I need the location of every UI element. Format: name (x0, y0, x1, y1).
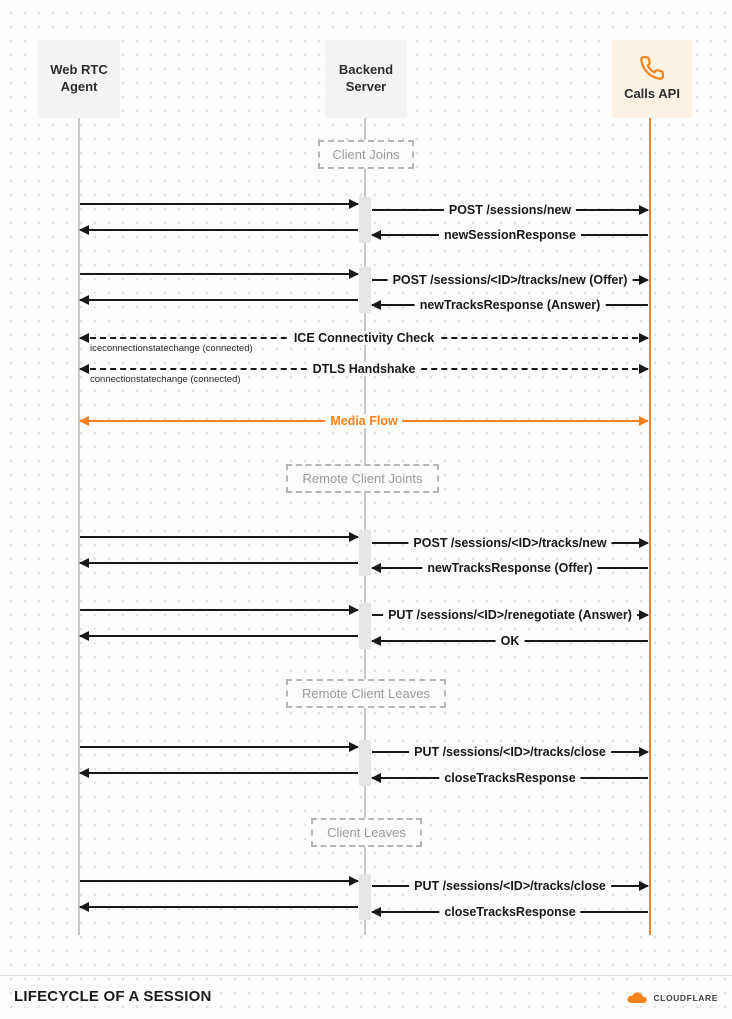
activation-bar (359, 197, 371, 243)
message-arrow (79, 295, 358, 305)
activation-bar (359, 740, 371, 786)
arrowhead-right-icon (349, 605, 359, 615)
message-label: ICE Connectivity Check (288, 331, 440, 345)
message-label: closeTracksResponse (439, 905, 581, 919)
message-label: newSessionResponse (439, 228, 581, 242)
arrowhead-left-icon (371, 300, 381, 310)
message-label: POST /sessions/<ID>/tracks/new (Offer) (387, 273, 633, 287)
arrowhead-left-icon (79, 364, 89, 374)
arrowhead-right-icon (639, 275, 649, 285)
cloudflare-wordmark: CLOUDFLARE (653, 993, 718, 1003)
message-label: OK (495, 634, 525, 648)
message-arrow (80, 532, 359, 542)
arrowhead-right-icon (639, 610, 649, 620)
group-remote-client-joints: Remote Client Joints (286, 464, 439, 493)
message-label: DTLS Handshake (307, 362, 421, 376)
actor-backend-server: Backend Server (325, 40, 407, 118)
arrowhead-left-icon (371, 563, 381, 573)
lifeline-calls-api (649, 118, 651, 935)
footer-divider (0, 975, 732, 976)
message-label: newTracksResponse (Answer) (414, 298, 606, 312)
actor-webrtc-agent: Web RTC Agent (38, 40, 120, 118)
arrowhead-left-icon (79, 225, 89, 235)
arrowhead-right-icon (639, 416, 649, 426)
arrowhead-right-icon (639, 538, 649, 548)
arrowhead-left-icon (371, 907, 381, 917)
arrowhead-left-icon (371, 773, 381, 783)
message-arrow (80, 269, 359, 279)
message-label: PUT /sessions/<ID>/renegotiate (Answer) (383, 608, 637, 622)
group-label: Remote Client Joints (302, 471, 423, 486)
message-arrow (79, 631, 358, 641)
arrowhead-right-icon (349, 199, 359, 209)
arrowhead-right-icon (639, 881, 649, 891)
cloudflare-cloud-icon (627, 992, 649, 1004)
arrowhead-left-icon (371, 230, 381, 240)
arrowhead-left-icon (79, 333, 89, 343)
message-arrow (80, 742, 359, 752)
arrowhead-right-icon (349, 269, 359, 279)
message-arrow (79, 225, 358, 235)
group-label: Remote Client Leaves (302, 686, 430, 701)
message-arrow (80, 199, 359, 209)
arrowhead-left-icon (79, 295, 89, 305)
page-title: LIFECYCLE OF A SESSION (14, 988, 212, 1005)
arrowhead-left-icon (371, 636, 381, 646)
message-arrow (79, 558, 358, 568)
actor-calls-api: Calls API (612, 40, 692, 118)
arrowhead-right-icon (349, 532, 359, 542)
activation-bar (359, 267, 371, 313)
arrowhead-left-icon (79, 416, 89, 426)
message-note: iceconnectionstatechange (connected) (90, 343, 253, 354)
message-label: Media Flow (325, 414, 403, 428)
message-arrow (79, 768, 358, 778)
phone-icon (639, 55, 665, 81)
activation-bar (359, 530, 371, 576)
message-arrow (80, 876, 359, 886)
message-label: PUT /sessions/<ID>/tracks/close (409, 879, 611, 893)
arrowhead-right-icon (639, 364, 649, 374)
actor-label: Web RTC Agent (50, 62, 108, 94)
message-label: newTracksResponse (Offer) (422, 561, 598, 575)
arrowhead-left-icon (79, 902, 89, 912)
cloudflare-logo: CLOUDFLARE (627, 992, 718, 1004)
actor-label: Calls API (624, 86, 680, 102)
message-label: POST /sessions/<ID>/tracks/new (408, 536, 612, 550)
lifeline-backend-server (364, 118, 366, 935)
group-label: Client Leaves (327, 825, 406, 840)
activation-bar (359, 874, 371, 920)
arrowhead-left-icon (79, 631, 89, 641)
group-remote-client-leaves: Remote Client Leaves (286, 679, 446, 708)
message-arrow (80, 605, 359, 615)
arrowhead-left-icon (79, 768, 89, 778)
group-label: Client Joins (332, 147, 400, 162)
activation-bar (359, 603, 371, 649)
arrowhead-right-icon (639, 747, 649, 757)
message-note: connectionstatechange (connected) (90, 374, 241, 385)
arrowhead-left-icon (79, 558, 89, 568)
arrowhead-right-icon (349, 876, 359, 886)
message-label: PUT /sessions/<ID>/tracks/close (409, 745, 611, 759)
group-client-joins: Client Joins (318, 140, 414, 169)
arrowhead-right-icon (639, 333, 649, 343)
actor-label: Backend Server (338, 62, 394, 94)
message-label: POST /sessions/new (443, 203, 577, 217)
arrowhead-right-icon (349, 742, 359, 752)
lifeline-webrtc-agent (78, 118, 80, 935)
group-client-leaves: Client Leaves (311, 818, 422, 847)
message-arrow (79, 902, 358, 912)
arrowhead-right-icon (639, 205, 649, 215)
message-label: closeTracksResponse (439, 771, 581, 785)
